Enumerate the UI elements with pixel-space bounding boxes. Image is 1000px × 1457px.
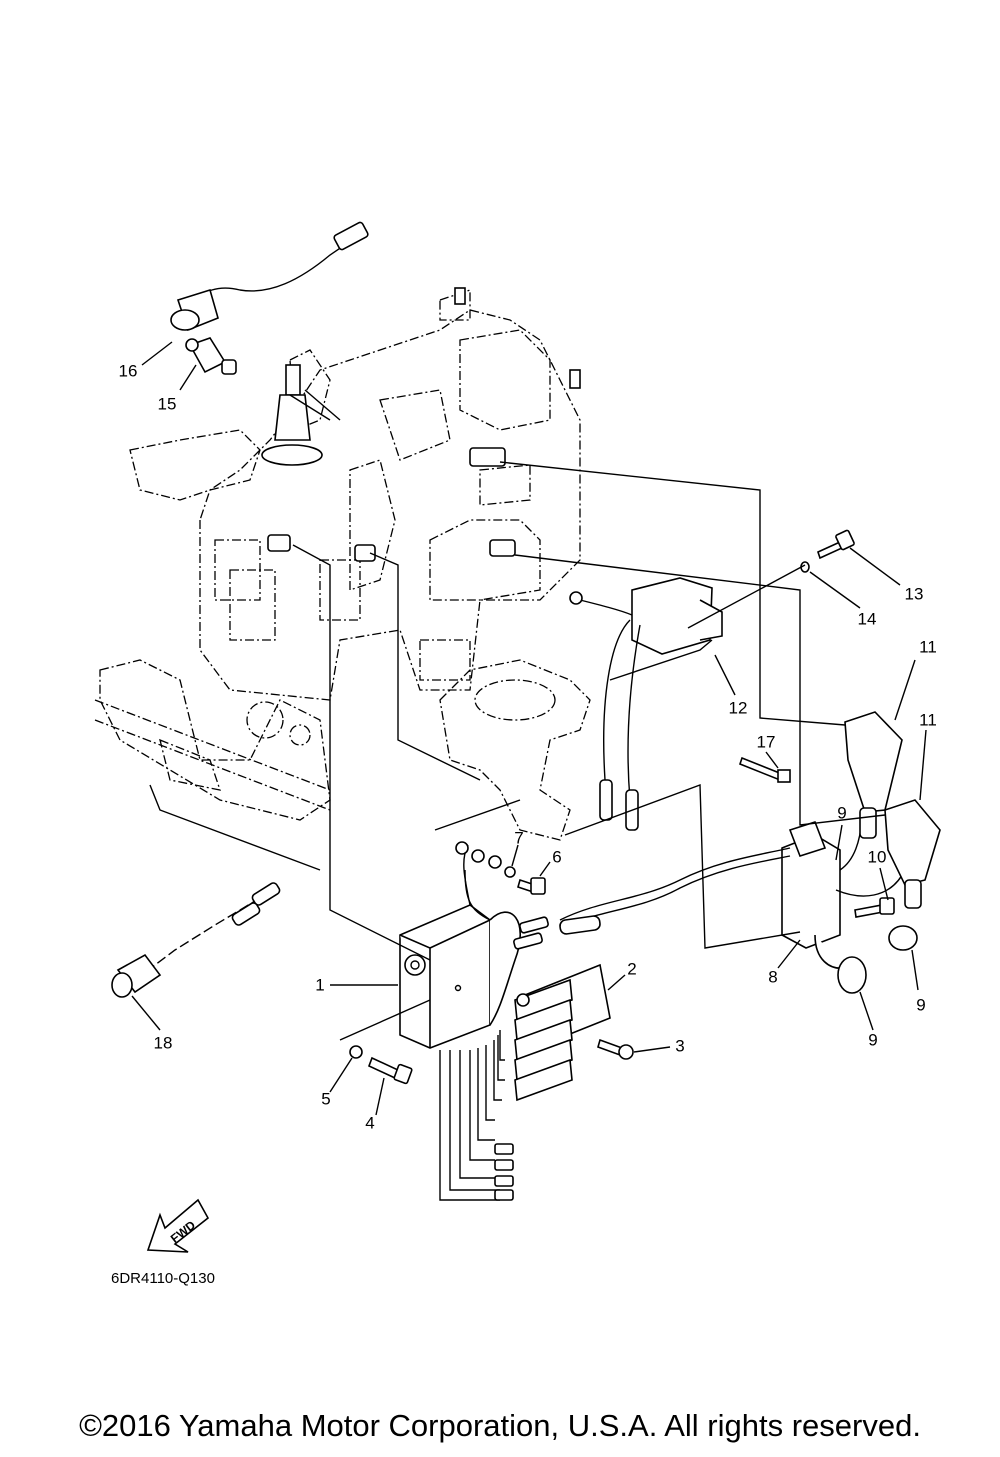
callout-12: 12 [729, 698, 748, 717]
cable-tie [739, 756, 791, 783]
stator-bracket-outline [439, 659, 591, 841]
plug-caps [844, 711, 941, 909]
bolt-10 [854, 897, 895, 918]
callout-5: 5 [321, 1089, 330, 1108]
spark-plug-cap [170, 221, 369, 332]
cdi-unit [399, 844, 549, 1201]
callout-3: 3 [675, 1036, 684, 1055]
callout-18: 18 [154, 1033, 173, 1052]
rectifier-regulator [514, 963, 611, 1102]
callout-15: 15 [158, 394, 177, 413]
callout-9c: 9 [916, 995, 925, 1014]
callout-1: 1 [315, 975, 324, 994]
lower-bracket-outline [94, 659, 331, 821]
callout-9a: 9 [837, 803, 846, 822]
callout-11a: 11 [919, 637, 937, 656]
engine-block-outline [129, 287, 581, 701]
callout-numbers: 1 2 3 4 5 6 7 8 9 9 9 10 11 11 12 13 14 … [119, 361, 937, 1132]
callout-17: 17 [757, 732, 776, 751]
callout-4: 4 [365, 1113, 374, 1132]
callout-7: 7 [514, 828, 523, 847]
callout-10: 10 [868, 847, 887, 866]
part-code: 6DR4110-Q130 [111, 1270, 215, 1287]
bolt-4 [349, 1045, 413, 1085]
bolt-13 [800, 529, 855, 573]
thermo-sensor [185, 337, 237, 375]
callout-2: 2 [627, 959, 636, 978]
leader-lines [149, 389, 886, 1041]
fwd-arrow-icon: FWD [146, 1198, 210, 1253]
callout-14: 14 [858, 609, 877, 628]
sensor-18 [111, 882, 281, 998]
callout-leaders [131, 341, 927, 1116]
copyright-notice: ©2016 Yamaha Motor Corporation, U.S.A. A… [79, 1408, 921, 1443]
bolt-6 [455, 841, 546, 921]
callout-8: 8 [768, 967, 777, 986]
relay-holder [569, 577, 723, 831]
screw-3 [597, 1038, 634, 1060]
callout-6: 6 [552, 847, 561, 866]
ignition-coil [559, 819, 918, 994]
callout-13: 13 [905, 584, 924, 603]
callout-9b: 9 [868, 1030, 877, 1049]
callout-16: 16 [119, 361, 138, 380]
callout-11b: 11 [919, 710, 937, 729]
